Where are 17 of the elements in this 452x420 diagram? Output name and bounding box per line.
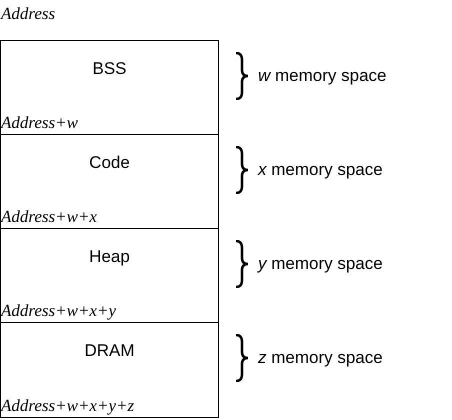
- segment-name: Code: [88, 153, 131, 173]
- memory-segment-box: [0, 134, 219, 229]
- memory-space-label: w memory space: [258, 66, 386, 86]
- segment-name: DRAM: [83, 341, 136, 361]
- memory-segment-box: [0, 40, 219, 135]
- memory-segment-box: [0, 322, 219, 418]
- segment-name: Heap: [88, 247, 131, 267]
- address-label: Address+w+x: [1, 207, 97, 227]
- memory-space-label: y memory space: [258, 254, 383, 274]
- segment-name: BSS: [91, 59, 128, 79]
- address-label: Address+w+x+y: [1, 301, 116, 321]
- address-label: Address: [1, 4, 56, 24]
- memory-space-label: x memory space: [258, 160, 383, 180]
- address-label: Address+w+x+y+z: [1, 396, 134, 416]
- address-label: Address+w: [1, 113, 78, 133]
- memory-segment-box: [0, 228, 219, 323]
- memory-space-label: z memory space: [258, 348, 383, 368]
